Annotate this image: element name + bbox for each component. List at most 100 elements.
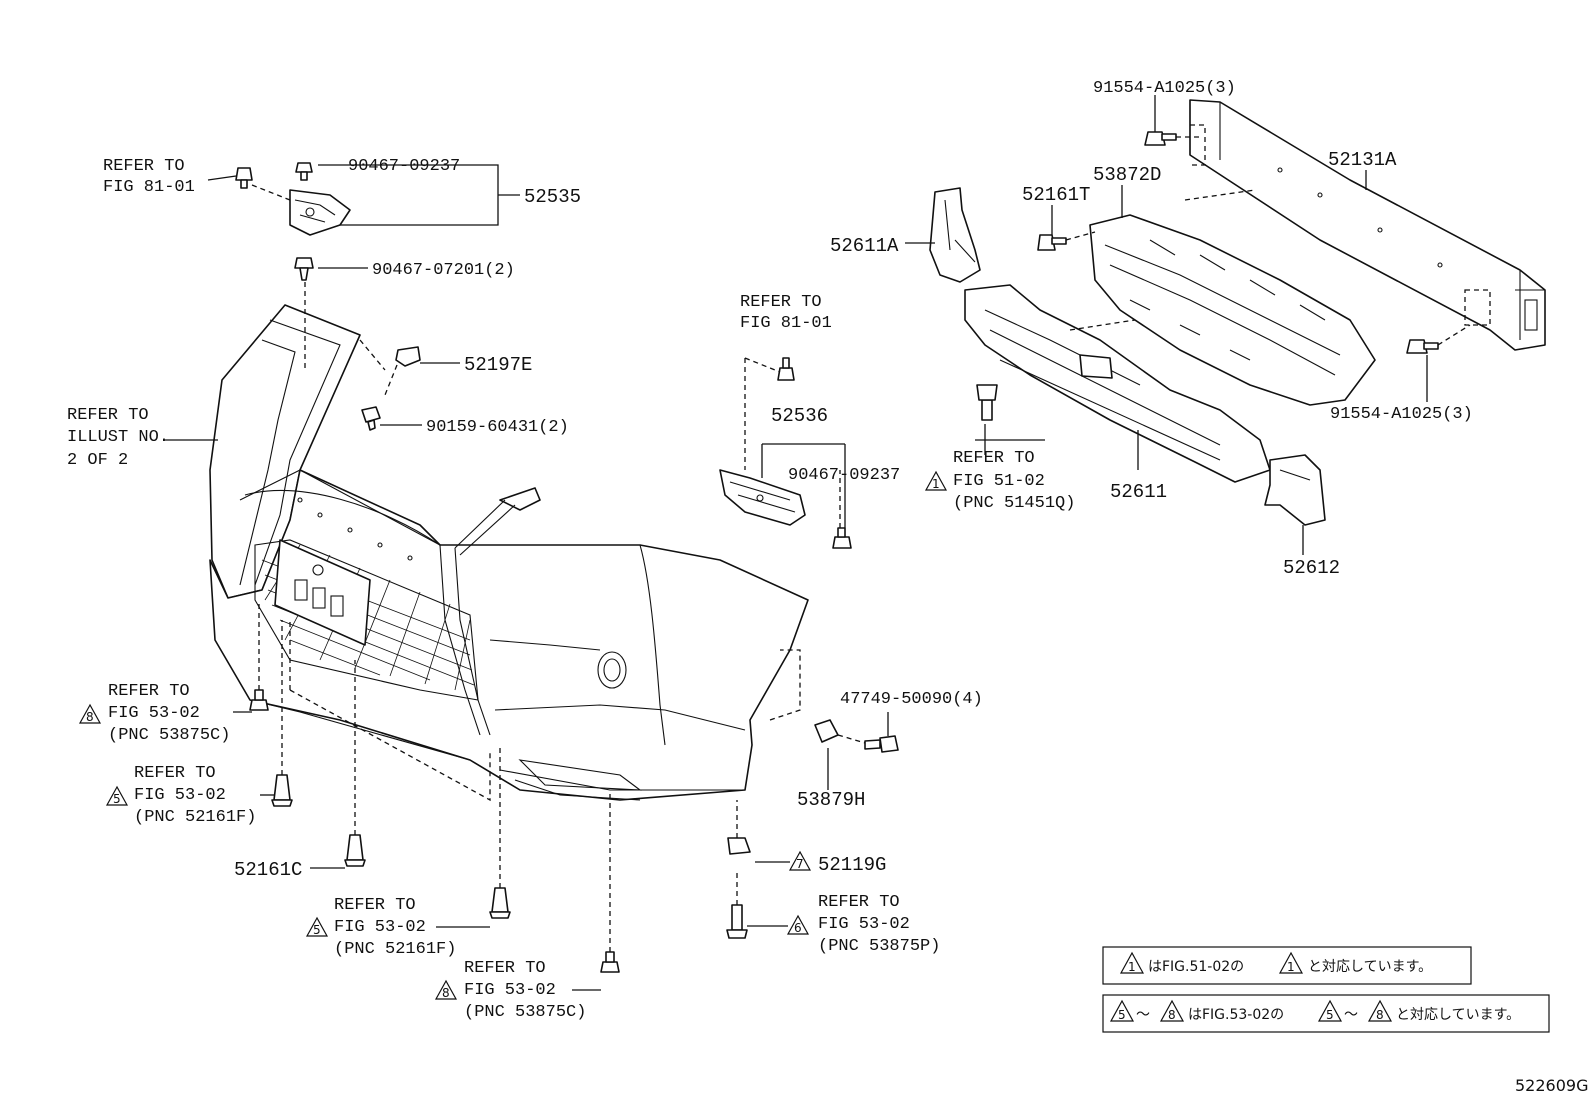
absorber-52611 xyxy=(964,284,1271,483)
part-label-52536: 52536 xyxy=(771,405,828,427)
screw-53875p xyxy=(726,904,748,939)
part-label-52535: 52535 xyxy=(524,186,581,208)
triangle-number: 8 xyxy=(86,710,94,724)
reference-52161f-left: 5 REFER TO FIG 53-02 (PNC 52161F) xyxy=(105,764,256,827)
ref-line-3: (PNC 52161F) xyxy=(334,940,456,959)
ref-line-3: (PNC 53875C) xyxy=(108,726,230,745)
bolt-51451q xyxy=(976,384,998,421)
front-bumper-cover xyxy=(209,304,809,801)
ref-line-3: (PNC 53875C) xyxy=(464,1003,586,1022)
ref-line-3: 2 OF 2 xyxy=(67,451,128,470)
part-label-52197E: 52197E xyxy=(464,354,532,376)
bolt-91554-right xyxy=(1406,339,1439,354)
triangle-marker xyxy=(434,979,458,1000)
part-label-90467-09237-mid: 90467-09237 xyxy=(788,466,900,485)
note-box-fig51: 1 はFIG.51-02の 1 と対応しています。 xyxy=(1102,946,1472,985)
triangle-marker xyxy=(786,914,810,935)
clip-53875c-left xyxy=(249,689,269,711)
note-box-fig53: 5 ～ 8 はFIG.53-02の 5 ～ 8 と対応しています。 xyxy=(1102,994,1550,1033)
triangle-marker xyxy=(924,470,948,491)
ref-line-1: REFER TO xyxy=(740,293,822,312)
note-text-1: はFIG.51-02の xyxy=(1148,959,1244,975)
reference-illust-2of2: REFER TO ILLUST NO. 2 OF 2 xyxy=(67,406,169,470)
triangle-number: 8 xyxy=(442,986,450,1000)
retainer-52611A xyxy=(929,187,981,283)
ref-line-3: (PNC 53875P) xyxy=(818,937,940,956)
bolt-fig81-left xyxy=(235,167,253,189)
clip-52161f-left xyxy=(271,774,293,807)
part-label-53872D: 53872D xyxy=(1093,164,1161,186)
part-label-90467-07201: 90467-07201(2) xyxy=(372,261,515,280)
reference-53875p: 6 REFER TO FIG 53-02 (PNC 53875P) xyxy=(786,893,940,956)
note-sep-1: ～ xyxy=(1136,1007,1150,1023)
part-label-52611: 52611 xyxy=(1110,481,1167,503)
triangle-number: 5 xyxy=(113,792,121,806)
ref-line-2: FIG 51-02 xyxy=(953,472,1045,491)
note-triangle-a: 1 xyxy=(1128,960,1136,974)
bracket-52535 xyxy=(289,189,351,236)
clip-90467-09237-mid xyxy=(832,527,852,549)
ref-line-1: REFER TO xyxy=(464,959,546,978)
ref-line-1: REFER TO xyxy=(334,896,416,915)
bolt-fig81-mid xyxy=(777,357,795,381)
ref-line-2: FIG 53-02 xyxy=(108,704,200,723)
ref-line-1: REFER TO xyxy=(67,406,149,425)
triangle-number: 5 xyxy=(313,923,321,937)
part-label-52131A: 52131A xyxy=(1328,149,1397,171)
ref-line-2: FIG 81-01 xyxy=(740,314,832,333)
clip-52161T xyxy=(1037,234,1067,251)
note-triangle-d: 8 xyxy=(1376,1008,1384,1022)
reference-52161f-bottom: 5 REFER TO FIG 53-02 (PNC 52161F) xyxy=(305,896,456,959)
triangle-number: 1 xyxy=(932,477,940,491)
reinforcement-52131A xyxy=(1189,99,1546,351)
note-triangle-a: 5 xyxy=(1118,1008,1126,1022)
part-label-53879H: 53879H xyxy=(797,789,865,811)
reference-fig81-left: REFER TO FIG 81-01 xyxy=(103,157,195,197)
clip-52161f-bottom xyxy=(489,887,511,919)
ref-line-1: REFER TO xyxy=(818,893,900,912)
part-label-52611A: 52611A xyxy=(830,235,899,257)
note-triangle-b: 1 xyxy=(1287,960,1295,974)
ref-line-3: (PNC 51451Q) xyxy=(953,494,1075,513)
reference-53875c-bottom: 8 REFER TO FIG 53-02 (PNC 53875C) xyxy=(434,959,586,1022)
clip-90467-07201 xyxy=(294,257,314,281)
bolt-91554-top xyxy=(1144,131,1177,146)
ref-line-2: ILLUST NO. xyxy=(67,428,169,447)
retainer-52612 xyxy=(1264,454,1326,526)
screw-90159-60431 xyxy=(361,406,381,431)
retainer-52197E xyxy=(395,346,421,367)
triangle-marker xyxy=(78,703,102,724)
note-triangle-c: 5 xyxy=(1326,1008,1334,1022)
ref-line-1: REFER TO xyxy=(108,682,190,701)
part-label-52161C: 52161C xyxy=(234,859,302,881)
part-label-52612: 52612 xyxy=(1283,557,1340,579)
note-text-2: と対応しています。 xyxy=(1396,1007,1520,1023)
part-label-91554-top: 91554-A1025(3) xyxy=(1093,79,1236,98)
clip-53875c-bottom xyxy=(600,951,620,973)
support-53872D xyxy=(1089,214,1376,406)
note-triangle-b: 8 xyxy=(1168,1008,1176,1022)
ref-line-3: (PNC 52161F) xyxy=(134,808,256,827)
triangle-number: 6 xyxy=(794,921,802,935)
part-label-91554-right: 91554-A1025(3) xyxy=(1330,405,1473,424)
part-label-90159-60431: 90159-60431(2) xyxy=(426,418,569,437)
note-text-1: はFIG.53-02の xyxy=(1188,1007,1284,1023)
triangle-marker xyxy=(788,850,812,871)
clip-90467-09237-top xyxy=(295,162,313,181)
triangle-marker xyxy=(105,785,129,806)
triangle-number: 7 xyxy=(796,857,804,871)
reference-52119g-marker: 7 xyxy=(788,850,812,871)
part-label-47749-50090: 47749-50090(4) xyxy=(840,690,983,709)
ref-line-2: FIG 81-01 xyxy=(103,178,195,197)
bracket-52536 xyxy=(719,469,806,526)
ref-line-1: REFER TO xyxy=(953,449,1035,468)
ref-line-1: REFER TO xyxy=(103,157,185,176)
reference-fig51-02: 1 REFER TO FIG 51-02 (PNC 51451Q) xyxy=(924,449,1075,513)
ref-line-2: FIG 53-02 xyxy=(334,918,426,937)
reference-fig81-mid: REFER TO FIG 81-01 xyxy=(740,293,832,333)
part-label-52119G: 52119G xyxy=(818,854,886,876)
screw-47749-50090 xyxy=(864,735,899,753)
retainer-53879H xyxy=(814,719,839,743)
figure-id: 522609G xyxy=(1515,1076,1588,1095)
